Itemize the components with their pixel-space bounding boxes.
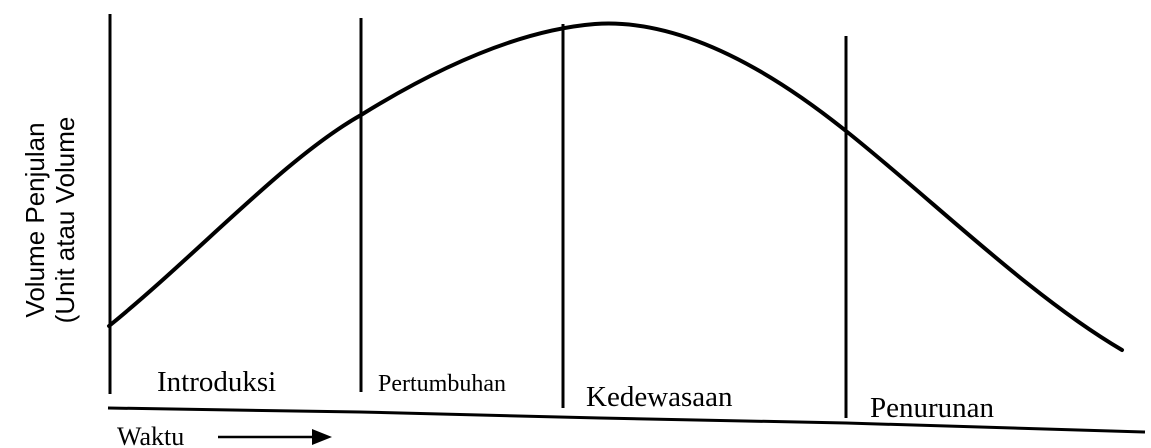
time-axis-baseline <box>107 406 1146 434</box>
stage-label-kedewasaan: Kedewasaan <box>586 381 733 413</box>
sales-volume-curve <box>107 21 1124 352</box>
y-axis-label-line2: (Unit atau Volume <box>50 117 80 324</box>
x-axis-label: Waktu <box>117 422 184 448</box>
stage-label-introduksi: Introduksi <box>157 366 276 398</box>
y-axis-label-line1: Volume Penjulan <box>20 122 50 317</box>
stage-label-pertumbuhan: Pertumbuhan <box>378 371 506 397</box>
time-arrow-icon <box>312 429 332 445</box>
stage-label-penurunan: Penurunan <box>870 392 995 424</box>
